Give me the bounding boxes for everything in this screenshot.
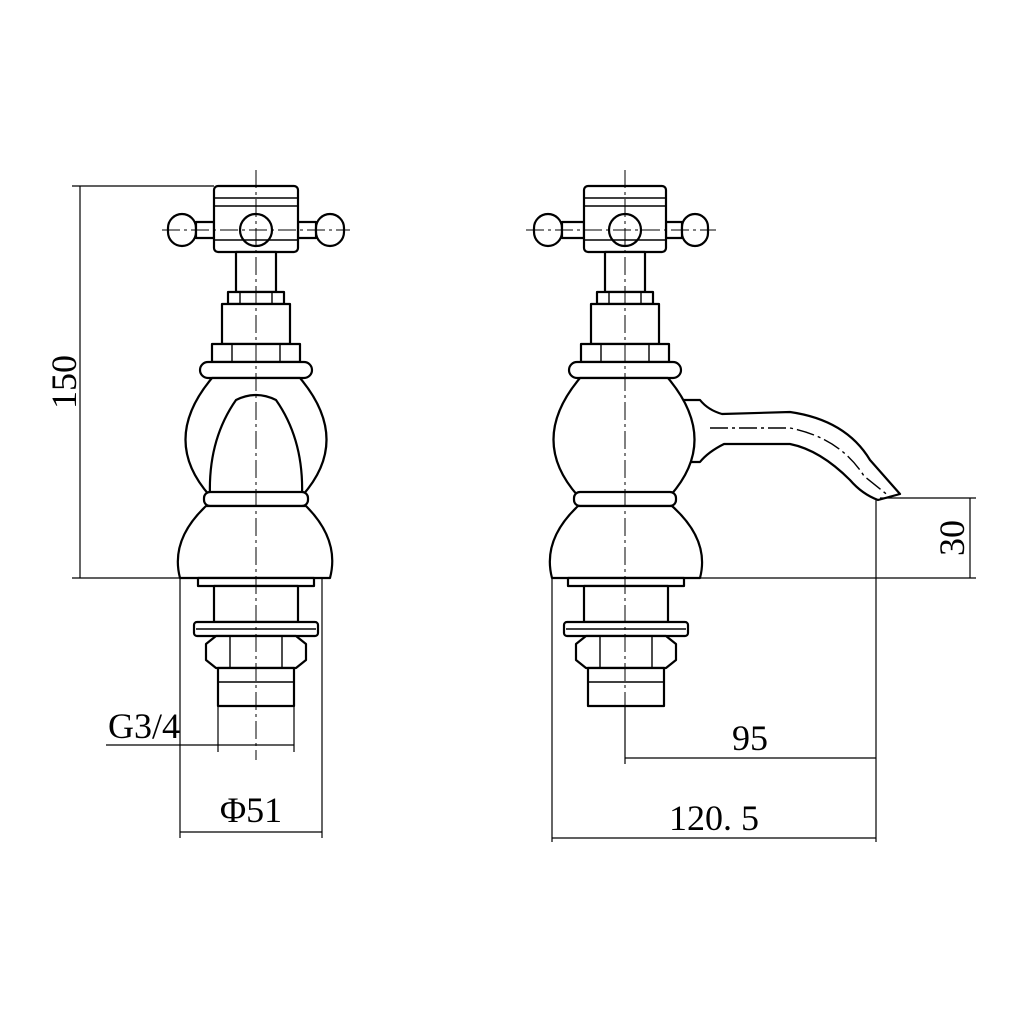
dimension-thread: G3/4 [106, 706, 295, 752]
dimension-base-diameter: Φ51 [179, 578, 323, 838]
side-body [548, 376, 704, 580]
dimension-spout-height: 30 [700, 497, 976, 579]
dimension-spout-height-label: 30 [932, 520, 972, 556]
dimension-overall-depth-label: 120. 5 [669, 798, 759, 838]
dimension-overall-depth: 120. 5 [551, 578, 876, 842]
side-spout [678, 398, 902, 502]
dimension-height: 150 [44, 185, 214, 579]
dimension-thread-label: G3/4 [108, 706, 180, 746]
side-crosshead-handle [532, 184, 710, 254]
dimension-spout-reach-label: 95 [732, 718, 768, 758]
dimension-base-diameter-label: Φ51 [220, 790, 282, 830]
front-stem [198, 250, 314, 380]
side-shank-fittings [562, 576, 690, 708]
dimension-spout-reach: 95 [624, 500, 877, 842]
front-body [176, 376, 334, 580]
front-view [162, 170, 350, 760]
side-view [526, 170, 902, 760]
dimension-height-label: 150 [44, 355, 84, 409]
